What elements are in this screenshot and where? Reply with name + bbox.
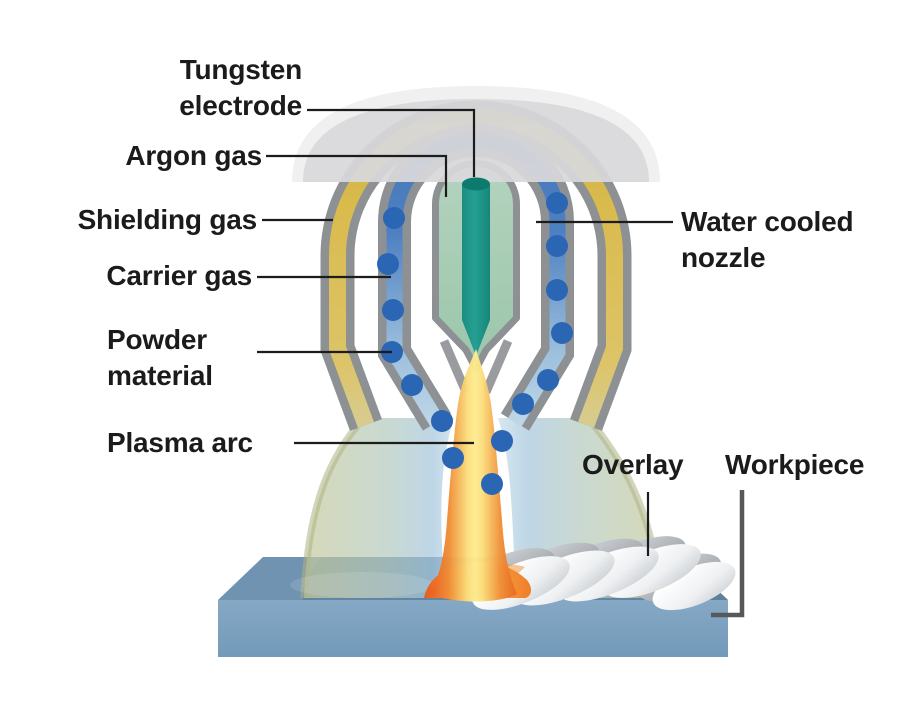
powder-particles [377,192,573,495]
left-curtain-foot-highlight [290,572,434,598]
label-powder-material: Powder material [107,324,213,392]
torch-dome [292,86,660,182]
label-workpiece: Workpiece [725,449,865,480]
tungsten-electrode-body [462,184,490,356]
label-water-cooled-nozzle: Water cooled nozzle [681,206,854,274]
nozzle-tip-left [439,339,471,394]
leader-argon-gas [266,154,448,197]
left-gas-curtain [304,418,454,598]
plasma-arc-flame [430,349,517,602]
label-shielding-gas: Shielding gas [77,204,258,235]
label-tungsten-electrode: Tungsten electrode [179,54,302,122]
left-curtain-edge [300,415,367,599]
label-overlay: Overlay [582,449,684,480]
label-plasma-arc: Plasma arc [107,427,253,458]
label-carrier-gas: Carrier gas [106,260,252,291]
nozzle-tip-right [481,339,513,394]
label-argon-gas: Argon gas [125,140,262,171]
leader-lines [257,108,673,556]
workpiece-front-face [218,600,728,657]
tungsten-electrode-top [462,177,490,191]
leader-workpiece [711,490,745,618]
leader-tungsten-electrode [307,108,476,177]
